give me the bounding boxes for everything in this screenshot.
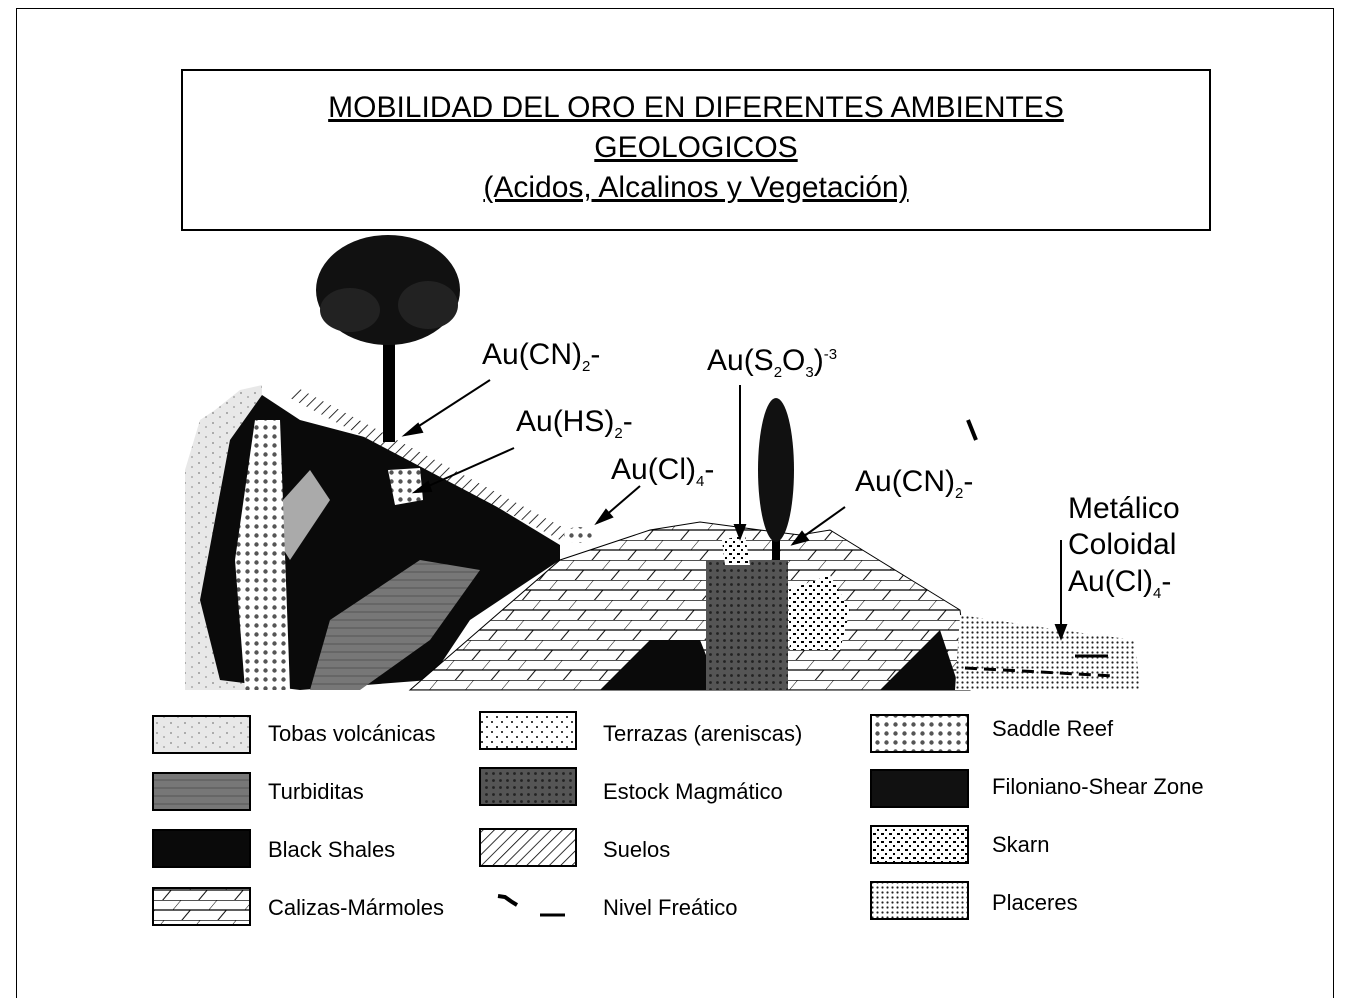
swatch-nivel-freatico-1 [497, 894, 519, 907]
s2o3-sup: -3 [823, 346, 838, 363]
tree-cypress [758, 398, 794, 560]
s2o3-post: ) [813, 344, 824, 377]
au-cn-right-base: Au(CN) [855, 465, 956, 498]
skarn-patch [788, 575, 850, 650]
legend-estock: Estock Magmático [603, 779, 783, 804]
au-hs-base: Au(HS) [516, 405, 615, 438]
swatch-suelos [479, 828, 577, 867]
placeres-terrace [955, 615, 1140, 690]
label-au-cn-right: Au(CN)2- [855, 465, 973, 511]
legend-tobas: Tobas volcánicas [268, 721, 436, 746]
arrows [401, 379, 1068, 641]
au-cl-tail: - [704, 453, 715, 486]
au-cn-right-tail: - [963, 465, 974, 498]
legend-filoniano: Filoniano-Shear Zone [992, 774, 1204, 799]
legend-placeres: Placeres [992, 890, 1078, 915]
label-au-cl: Au(Cl)4- [611, 453, 714, 499]
swatch-saddle-reef [870, 714, 969, 753]
legend-skarn: Skarn [992, 832, 1050, 857]
label-au-hs: Au(HS)2- [516, 405, 633, 451]
au-cl-sub: 4 [696, 473, 705, 490]
title-line-2: GEOLOGICOS [594, 131, 798, 164]
figure-frame [16, 8, 1334, 998]
au-cn-left-base: Au(CN) [482, 338, 583, 371]
swatch-tobas [152, 715, 251, 754]
legend-nivel-freatico: Nivel Freático [603, 895, 738, 920]
swatch-terrazas [479, 711, 577, 750]
title-line-1: MOBILIDAD DEL ORO EN DIFERENTES AMBIENTE… [328, 91, 1064, 124]
au-cl2-tail: - [1161, 565, 1172, 598]
legend-turbiditas: Turbiditas [268, 779, 364, 804]
au-cn-right-sub: 2 [955, 485, 964, 502]
label-au-s2o3: Au(S2O3)-3 [707, 338, 837, 390]
s2o3-pre: Au(S [707, 344, 774, 377]
s2o3-sub1: 2 [773, 364, 783, 381]
swatch-filoniano [870, 769, 969, 808]
nivel-freatico-line [964, 666, 1116, 678]
tree-left [316, 235, 460, 442]
estock-magmatico [706, 560, 788, 690]
label-au-cn-left: Au(CN)2- [482, 338, 600, 384]
s2o3-mid: O [782, 344, 806, 377]
black-shale-lens-right [880, 630, 960, 690]
saddle-reef-patch [388, 468, 423, 505]
au-cl-base: Au(Cl) [611, 453, 697, 486]
saddle-reef-column [235, 420, 290, 690]
swatch-calizas [152, 887, 251, 926]
title-box: MOBILIDAD DEL ORO EN DIFERENTES AMBIENTE… [181, 69, 1211, 231]
au-hs-tail: - [622, 405, 633, 438]
label-metalico: Metálico [1068, 492, 1180, 525]
swatch-placeres [870, 881, 969, 920]
s2o3-sub2: 3 [805, 364, 814, 381]
au-cn-left-sub: 2 [582, 358, 591, 375]
au-cn-left-tail: - [590, 338, 601, 371]
swatch-skarn [870, 825, 969, 864]
skarn-small [722, 535, 750, 565]
label-coloidal: Coloidal [1068, 528, 1177, 561]
swatch-turbiditas [152, 772, 251, 811]
saddle-reef-blob [564, 527, 592, 543]
black-shales-mountain [200, 395, 560, 690]
legend-black-shales: Black Shales [268, 837, 396, 862]
turbiditas-zone [310, 560, 480, 690]
au-hs-sub: 2 [614, 425, 623, 442]
black-shale-lens [600, 640, 720, 690]
au-cl2-base: Au(Cl) [1068, 565, 1154, 598]
swatch-black-shales [152, 829, 251, 868]
legend-calizas: Calizas-Mármoles [268, 895, 445, 920]
title-line-3: (Acidos, Alcalinos y Vegetación) [483, 171, 909, 204]
legend-suelos: Suelos [603, 837, 671, 862]
legend-saddle-reef: Saddle Reef [992, 716, 1114, 741]
label-au-cl-right: Au(Cl)4- [1068, 565, 1171, 610]
legend-terrazas: Terrazas (areniscas) [603, 721, 803, 746]
au-cl2-sub: 4 [1153, 585, 1162, 602]
suelos-slope-strip [290, 388, 568, 540]
swatch-estock [479, 767, 577, 806]
mark-stroke [966, 419, 978, 441]
